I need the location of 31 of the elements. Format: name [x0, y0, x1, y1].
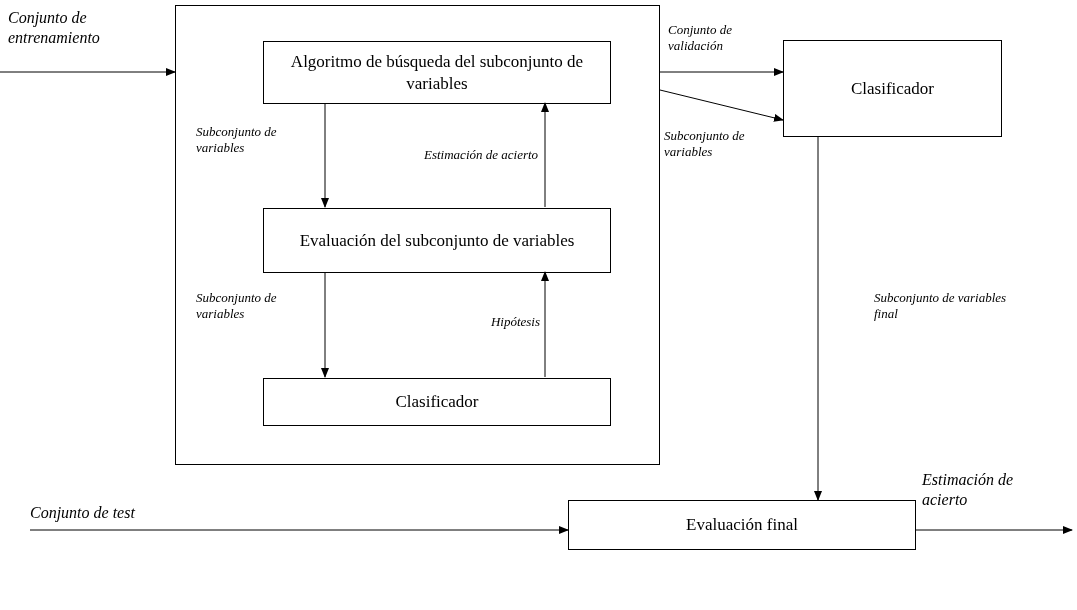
edge-label: Subconjunto de variables — [664, 128, 746, 161]
process-box — [783, 40, 1002, 137]
arrow — [321, 102, 329, 208]
edge-label: Subconjunto de variables — [196, 124, 278, 157]
box-text: Clasificador — [395, 391, 479, 413]
arrow — [541, 271, 549, 378]
edge-label: Subconjunto de variables final — [874, 290, 1008, 323]
container-box — [175, 5, 660, 465]
box-text: Algoritmo de búsqueda del subconjunto de variables — [289, 51, 585, 94]
arrow — [814, 136, 822, 501]
process-box — [263, 208, 611, 273]
arrow — [321, 271, 329, 378]
arrow — [541, 102, 549, 208]
process-box — [263, 378, 611, 426]
edge-label: Subconjunto de variables — [196, 290, 278, 323]
edge-label: Conjunto de validación — [668, 22, 733, 55]
arrow — [915, 526, 1073, 534]
edge-label: Hipótesis — [489, 314, 540, 331]
box-text: Evaluación final — [686, 514, 798, 536]
arrow — [0, 68, 176, 76]
process-box — [568, 500, 916, 550]
arrow — [659, 89, 784, 122]
process-box — [263, 41, 611, 104]
box-text: Evaluación del subconjunto de variables — [299, 229, 575, 252]
arrow — [659, 68, 784, 76]
edge-label: Estimación de acierto — [922, 470, 1015, 510]
edge-label: Conjunto de test — [30, 503, 136, 523]
arrow — [29, 526, 569, 534]
edge-label: Estimación de acierto — [424, 147, 539, 164]
edge-label: Conjunto de entrenamiento — [8, 8, 101, 48]
box-text: Clasificador — [850, 77, 935, 100]
